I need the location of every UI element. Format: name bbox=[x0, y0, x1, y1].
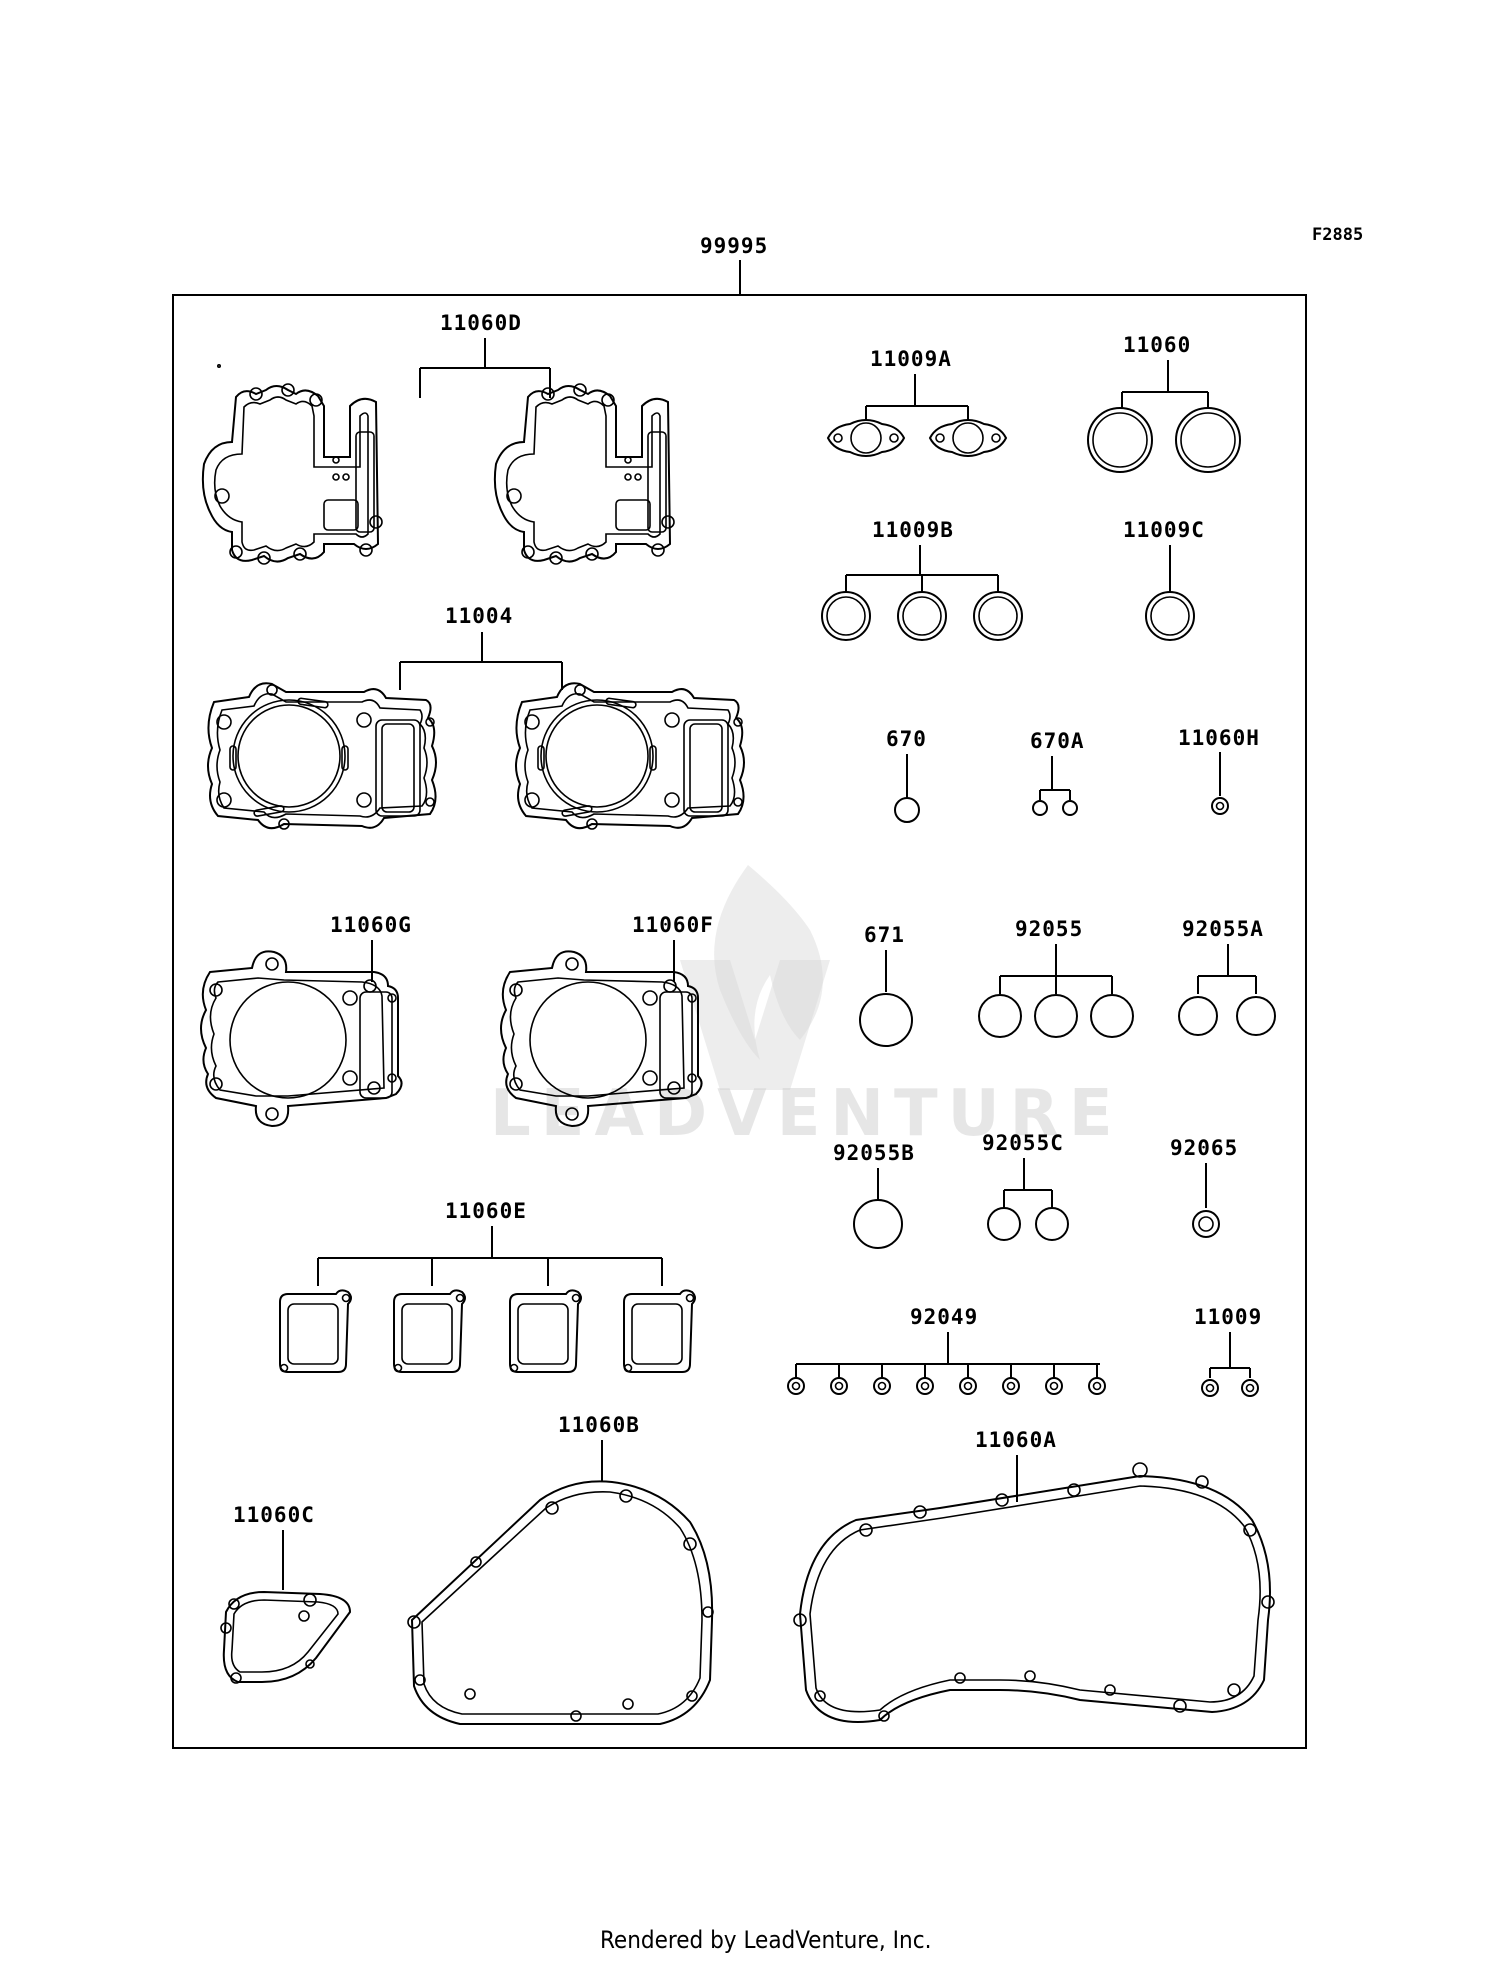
part-label-11009A: 11009A bbox=[870, 347, 952, 371]
ring-gasket-11009C bbox=[1145, 591, 1195, 641]
figure-code: F2885 bbox=[1312, 225, 1363, 245]
part-label-11060D: 11060D bbox=[440, 311, 522, 335]
part-label-670A: 670A bbox=[1030, 729, 1085, 753]
head-cover-gasket-right bbox=[493, 383, 675, 565]
clutch-cover-gasket-11060B bbox=[407, 1480, 714, 1725]
part-label-11060B: 11060B bbox=[558, 1413, 640, 1437]
washers-11009 bbox=[1201, 1379, 1259, 1397]
o-ring-92055A bbox=[1178, 996, 1276, 1036]
rect-gasket-4 bbox=[623, 1289, 696, 1373]
washer-11060H bbox=[1211, 797, 1229, 815]
footer-credit: Rendered by LeadVenture, Inc. bbox=[600, 1926, 931, 1954]
rect-gasket-1 bbox=[279, 1289, 352, 1373]
water-pump-gasket-11060C bbox=[220, 1590, 352, 1684]
exhaust-gasket-right bbox=[928, 419, 1008, 457]
part-label-92055A: 92055A bbox=[1182, 917, 1264, 941]
rect-gasket-2 bbox=[393, 1289, 466, 1373]
o-ring-92055C bbox=[987, 1207, 1069, 1241]
part-label-11060A: 11060A bbox=[975, 1428, 1057, 1452]
ring-gasket-11060-left bbox=[1087, 407, 1153, 473]
part-label-11060H: 11060H bbox=[1178, 726, 1260, 750]
part-label-92049: 92049 bbox=[910, 1305, 978, 1329]
watermark-text: LEADVENTURE bbox=[490, 1077, 1123, 1151]
part-label-11060F: 11060F bbox=[632, 913, 714, 937]
ring-gasket-11009B bbox=[821, 591, 1023, 641]
part-label-670: 670 bbox=[886, 727, 927, 751]
head-cover-gasket-left bbox=[201, 383, 383, 565]
washers-92049 bbox=[787, 1377, 1106, 1395]
o-ring-670A bbox=[1032, 800, 1078, 816]
o-ring-92055 bbox=[978, 994, 1134, 1038]
exhaust-gasket-left bbox=[826, 419, 906, 457]
o-ring-92055B bbox=[853, 1199, 903, 1249]
engine-cover-gasket-11060A bbox=[793, 1462, 1275, 1723]
part-label-92065: 92065 bbox=[1170, 1136, 1238, 1160]
assembly-label: 99995 bbox=[700, 234, 768, 258]
part-label-11060C: 11060C bbox=[233, 1503, 315, 1527]
ring-gasket-11060-right bbox=[1175, 407, 1241, 473]
part-label-92055: 92055 bbox=[1015, 917, 1083, 941]
o-ring-671 bbox=[859, 993, 913, 1047]
kit-frame bbox=[172, 294, 1307, 1749]
part-label-11060: 11060 bbox=[1123, 333, 1191, 357]
part-label-11060G: 11060G bbox=[330, 913, 412, 937]
washer-92065 bbox=[1192, 1210, 1220, 1238]
part-label-11004: 11004 bbox=[445, 604, 513, 628]
cylinder-base-gasket-left bbox=[207, 682, 437, 830]
part-label-92055B: 92055B bbox=[833, 1141, 915, 1165]
part-label-11009C: 11009C bbox=[1123, 518, 1205, 542]
leadventure-watermark: LEADVENTURE bbox=[490, 865, 1123, 1151]
part-label-11009: 11009 bbox=[1194, 1305, 1262, 1329]
part-label-92055C: 92055C bbox=[982, 1131, 1064, 1155]
rect-gasket-3 bbox=[509, 1289, 582, 1373]
part-label-11009B: 11009B bbox=[872, 518, 954, 542]
o-ring-670 bbox=[894, 797, 920, 823]
cylinder-base-gasket-right bbox=[515, 682, 745, 830]
part-label-671: 671 bbox=[864, 923, 905, 947]
part-label-11060E: 11060E bbox=[445, 1199, 527, 1223]
